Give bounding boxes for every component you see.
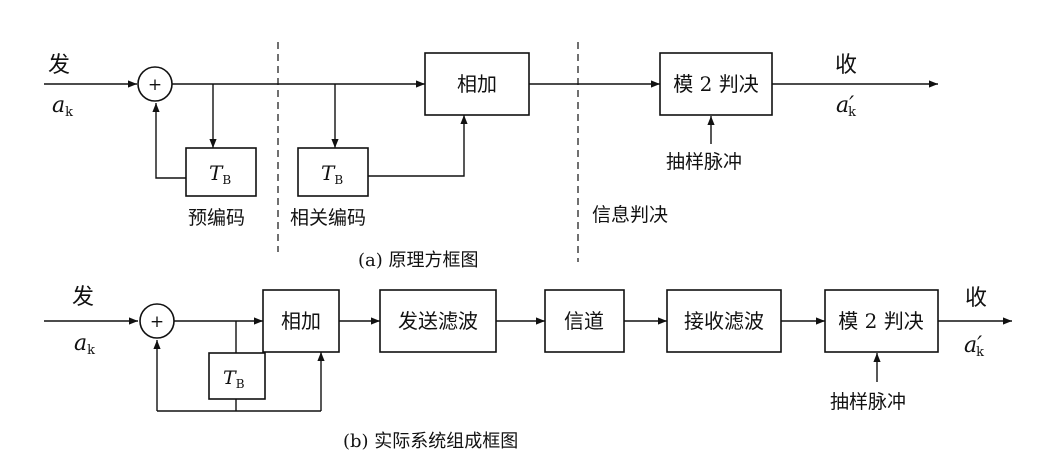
- b-sampling-pulse-label: 抽样脉冲: [830, 391, 906, 413]
- b-input-label: 发: [72, 285, 94, 310]
- a-output-symbol: a′k: [836, 93, 856, 120]
- diagram-b: 发 ak + TB 相加 发送滤波 信道 接收滤波 模 2: [44, 285, 1012, 452]
- a-sampling-pulse-label: 抽样脉冲: [666, 151, 742, 173]
- a-mod2-box: [659, 52, 773, 116]
- a-precode-delay-box: [185, 147, 257, 197]
- b-caption: (b) 实际系统组成框图: [343, 431, 518, 452]
- a-add-box-label: 相加: [457, 72, 497, 96]
- a-output-label: 收: [835, 53, 857, 78]
- a-input-label: 发: [48, 53, 70, 78]
- a-feedback-arrow: [152, 103, 186, 179]
- a-precoding-label: 预编码: [188, 207, 245, 229]
- b-input-symbol: ak: [74, 331, 95, 358]
- a-corr-up-arrow: [368, 115, 468, 177]
- a-mod2-box-label: 模 2 判决: [673, 72, 758, 96]
- a-corr-delay-box: [297, 147, 369, 197]
- a-corr-delay-label: TB: [321, 161, 343, 187]
- b-transmit-filter-label: 发送滤波: [398, 309, 478, 333]
- b-delay-label: TB: [223, 367, 245, 391]
- a-input-symbol: ak: [52, 93, 73, 120]
- b-channel-box: [544, 289, 625, 353]
- a-adder-plus: +: [148, 75, 162, 95]
- b-mod2-box: [824, 289, 939, 353]
- b-output-symbol: a′k: [964, 333, 984, 360]
- a-precode-delay-label: TB: [209, 161, 231, 187]
- a-correlative-coding-label: 相关编码: [290, 207, 366, 229]
- b-add-box: [262, 289, 340, 353]
- b-adder-plus: +: [150, 312, 164, 332]
- b-delay-box: [208, 352, 266, 400]
- b-transmit-filter-box: [379, 289, 497, 353]
- a-caption: (a) 原理方框图: [358, 250, 479, 271]
- b-add-box-label: 相加: [281, 309, 321, 333]
- diagram-a: 发 ak + TB 预编码 TB 相关编码 相加 信息判决 模 2 判决: [44, 42, 938, 271]
- a-info-decision-label: 信息判决: [592, 204, 668, 226]
- b-mod2-box-label: 模 2 判决: [838, 309, 923, 333]
- b-channel-label: 信道: [564, 309, 604, 333]
- b-receive-filter-label: 接收滤波: [684, 309, 764, 333]
- b-output-label: 收: [965, 286, 987, 311]
